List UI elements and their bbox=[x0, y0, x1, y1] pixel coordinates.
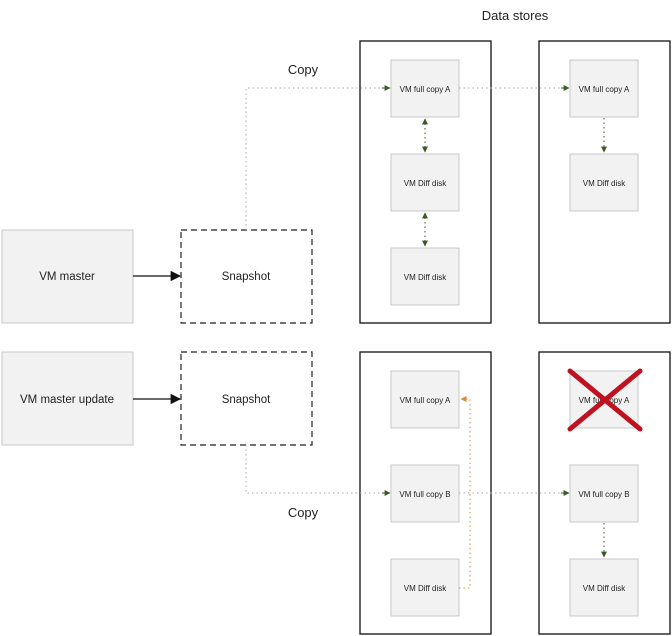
vm-master-update-box: VM master update bbox=[1, 351, 134, 446]
snapshot-label-top: Snapshot bbox=[222, 271, 271, 283]
disk-label: VM Diff disk bbox=[404, 179, 448, 188]
disk-label: VM full copy B bbox=[578, 490, 629, 499]
disk-tl-diff-2: VM Diff disk bbox=[390, 247, 460, 306]
snapshot-box-bottom: Snapshot bbox=[180, 351, 313, 446]
copy-path-bottom bbox=[245, 445, 390, 494]
disk-label: VM full copy A bbox=[579, 85, 630, 94]
disk-label: VM Diff disk bbox=[583, 179, 627, 188]
disk-label: VM full copy A bbox=[400, 85, 451, 94]
disk-label: VM full copy A bbox=[400, 396, 451, 405]
disk-tr-diff-1: VM Diff disk bbox=[569, 153, 639, 212]
disk-br-diff-1: VM Diff disk bbox=[569, 558, 639, 617]
disk-label: VM Diff disk bbox=[404, 273, 448, 282]
disk-br-full-copy-b: VM full copy B bbox=[569, 464, 639, 523]
copy-label-top: Copy bbox=[288, 62, 319, 77]
disk-label: VM full copy B bbox=[399, 490, 450, 499]
data-stores-title: Data stores bbox=[482, 8, 549, 23]
vm-master-box: VM master bbox=[1, 229, 134, 324]
disk-tl-diff-1: VM Diff disk bbox=[390, 153, 460, 212]
disk-tl-full-copy-a: VM full copy A bbox=[390, 59, 460, 118]
deleted-cross-icon bbox=[567, 368, 643, 432]
disk-label: VM Diff disk bbox=[404, 584, 448, 593]
disk-bl-diff-1: VM Diff disk bbox=[390, 558, 460, 617]
vm-master-label: VM master bbox=[39, 271, 95, 283]
copy-label-bottom: Copy bbox=[288, 505, 319, 520]
vm-master-update-label: VM master update bbox=[20, 394, 114, 406]
disk-bl-full-copy-a: VM full copy A bbox=[390, 370, 460, 429]
snapshot-label-bottom: Snapshot bbox=[222, 394, 271, 406]
snapshot-box-top: Snapshot bbox=[180, 229, 313, 324]
disk-label: VM Diff disk bbox=[583, 584, 627, 593]
reparent-path-bottom bbox=[459, 396, 471, 589]
disk-tr-full-copy-a: VM full copy A bbox=[569, 59, 639, 118]
disk-bl-full-copy-b: VM full copy B bbox=[390, 464, 460, 523]
